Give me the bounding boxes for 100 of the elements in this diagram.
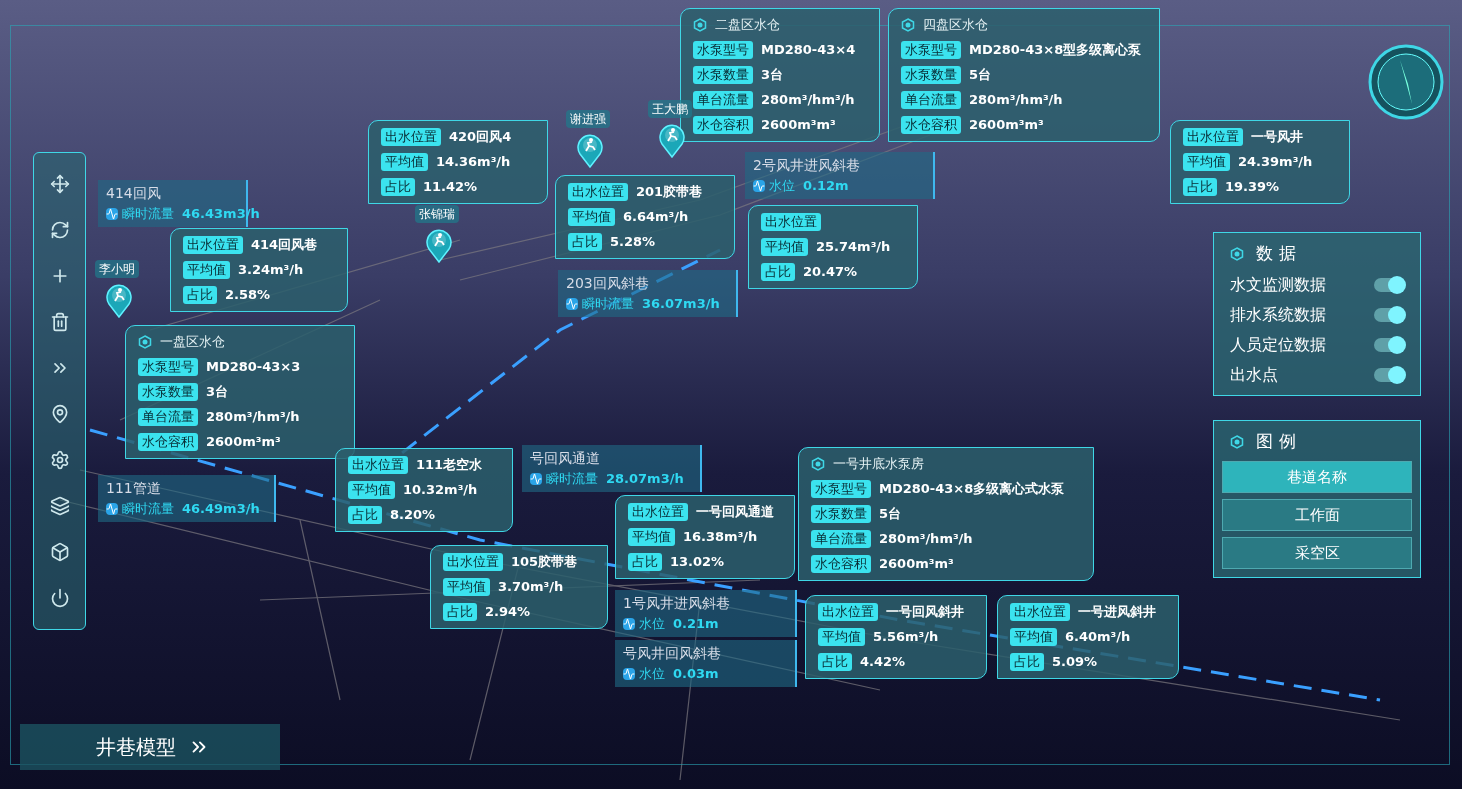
- field-value: MD280-43×4: [761, 41, 856, 60]
- info-popup: [997, 595, 1179, 679]
- field-value: 280m³/hm³/h: [969, 91, 1063, 110]
- tunnel-name: 2号风井进风斜巷: [753, 156, 861, 175]
- field-value: 280m³/hm³/h: [206, 408, 300, 427]
- field-label: 平均值: [761, 238, 808, 256]
- info-popup: [368, 120, 548, 204]
- field-label: 水泵型号: [901, 41, 961, 59]
- field-label: 单台流量: [811, 530, 871, 548]
- field-value: 2.58%: [225, 286, 271, 305]
- layer-name: 排水系统数据: [1230, 304, 1326, 326]
- field-value: 一号风井: [1251, 128, 1303, 147]
- popup-title: 一号井底水泵房: [833, 455, 924, 474]
- field-value: 3.24m³/h: [238, 261, 304, 280]
- field-label: 占比: [761, 263, 795, 281]
- field-value: 一号回风斜井: [886, 603, 964, 622]
- section-banner: 井巷模型: [20, 724, 280, 770]
- field-value: 201胶带巷: [636, 183, 703, 202]
- field-value: 24.39m³/h: [1238, 153, 1313, 172]
- measure-value: 0.12m: [803, 177, 849, 195]
- person-name: 谢进强: [566, 110, 610, 128]
- info-popup: [1170, 120, 1350, 204]
- field-value: 5.28%: [610, 233, 656, 252]
- field-value: 14.36m³/h: [436, 153, 511, 172]
- measure-value: 36.07m3/h: [642, 295, 720, 313]
- field-value: 280m³/hm³/h: [761, 91, 855, 110]
- field-label: 出水位置: [381, 128, 441, 146]
- measure-label: 瞬时流量: [582, 295, 634, 313]
- field-label: 水仓容积: [901, 116, 961, 134]
- field-label: 水仓容积: [693, 116, 753, 134]
- field-value: 420回风4: [449, 128, 512, 147]
- info-popup: [798, 447, 1094, 581]
- field-value: 5台: [879, 505, 902, 524]
- measure-label: 水位: [639, 615, 665, 633]
- field-label: 占比: [568, 233, 602, 251]
- field-label: 平均值: [628, 528, 675, 546]
- info-popup: [888, 8, 1160, 142]
- panel-title: 图例: [1256, 430, 1302, 454]
- field-label: 出水位置: [183, 236, 243, 254]
- tunnel-name: 1号风井进风斜巷: [623, 594, 731, 613]
- field-label: 单台流量: [138, 408, 198, 426]
- field-label: 平均值: [443, 578, 490, 596]
- field-value: 19.39%: [1225, 178, 1280, 197]
- layer-name: 水文监测数据: [1230, 274, 1326, 296]
- field-value: MD280-43×8型多级离心泵: [969, 41, 1142, 60]
- field-label: 占比: [381, 178, 415, 196]
- measure-value: 0.21m: [673, 615, 719, 633]
- field-label: 水泵数量: [693, 66, 753, 84]
- field-label: 占比: [348, 506, 382, 524]
- info-popup: [125, 325, 355, 459]
- measure-label: 瞬时流量: [122, 500, 174, 518]
- tunnel-tag: [98, 475, 276, 522]
- tunnel-name: 号风井回风斜巷: [623, 644, 722, 663]
- field-label: 平均值: [183, 261, 230, 279]
- field-label: 平均值: [568, 208, 615, 226]
- person-name: 张锦瑞: [415, 205, 459, 223]
- field-value: 5.56m³/h: [873, 628, 939, 647]
- tunnel-tag: [745, 152, 935, 199]
- info-popup: [805, 595, 987, 679]
- layer-button: 采空区: [1222, 537, 1412, 569]
- tunnel-name: 111管道: [106, 479, 162, 498]
- field-label: 出水位置: [628, 503, 688, 521]
- field-label: 占比: [1010, 653, 1044, 671]
- field-label: 水泵数量: [811, 505, 871, 523]
- field-label: 出水位置: [1183, 128, 1243, 146]
- field-label: 出水位置: [348, 456, 408, 474]
- field-value: 111老空水: [416, 456, 483, 475]
- field-label: 平均值: [818, 628, 865, 646]
- field-label: 水泵型号: [138, 358, 198, 376]
- field-value: 6.40m³/h: [1065, 628, 1131, 647]
- field-label: 出水位置: [443, 553, 503, 571]
- tunnel-tag: [522, 445, 702, 492]
- field-value: 3台: [761, 66, 784, 85]
- field-value: 8.20%: [390, 506, 436, 525]
- field-value: MD280-43×3: [206, 358, 301, 377]
- popup-title: 四盘区水仓: [923, 16, 988, 35]
- field-value: 11.42%: [423, 178, 478, 197]
- field-label: 水仓容积: [138, 433, 198, 451]
- field-value: 2.94%: [485, 603, 531, 622]
- field-value: 一号回风通道: [696, 503, 774, 522]
- measure-value: 0.03m: [673, 665, 719, 683]
- info-popup: [430, 545, 608, 629]
- layer-button: 工作面: [1222, 499, 1412, 531]
- field-value: 20.47%: [803, 263, 858, 282]
- measure-value: 28.07m3/h: [606, 470, 684, 488]
- measure-label: 瞬时流量: [546, 470, 598, 488]
- info-popup: [170, 228, 348, 312]
- field-label: 占比: [1183, 178, 1217, 196]
- layer-button: 巷道名称: [1222, 461, 1412, 493]
- info-popup: [335, 448, 513, 532]
- field-label: 平均值: [1010, 628, 1057, 646]
- data-panel: [1213, 232, 1421, 396]
- field-value: 5.09%: [1052, 653, 1098, 672]
- field-label: 平均值: [1183, 153, 1230, 171]
- measure-label: 水位: [639, 665, 665, 683]
- field-value: 2600m³m³: [969, 116, 1044, 135]
- popup-title: 二盘区水仓: [715, 16, 780, 35]
- layer-name: 出水点: [1230, 364, 1278, 386]
- field-value: 2600m³m³: [879, 555, 954, 574]
- field-value: 25.74m³/h: [816, 238, 891, 257]
